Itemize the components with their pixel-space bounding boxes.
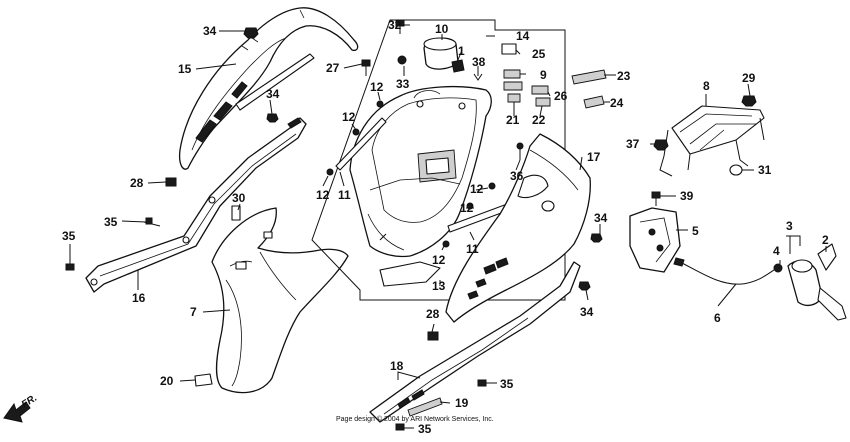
callout-32: 32	[388, 18, 402, 32]
callout-6: 6	[714, 311, 721, 325]
part-39-bolt	[651, 191, 661, 206]
callout-12e: 12	[460, 201, 474, 215]
part-38-screw	[473, 66, 483, 81]
fastener-35-b	[143, 217, 161, 227]
part-23-decal	[571, 69, 607, 85]
fastener-34-right	[590, 233, 603, 243]
box-14-outline	[311, 19, 566, 301]
fastener-28-left	[165, 177, 177, 187]
callout-4: 4	[773, 244, 780, 258]
fastener-35-d	[395, 423, 405, 431]
callout-35c: 35	[500, 377, 514, 391]
copyright-text: Page design © 2004 by ARI Network Servic…	[336, 415, 494, 423]
part-6-cable	[679, 261, 781, 285]
callout-34b: 34	[266, 87, 280, 101]
part-17-right-body-cover	[445, 133, 591, 323]
callout-11a: 11	[338, 188, 351, 202]
callout-7: 7	[190, 305, 197, 319]
leader-lines	[69, 24, 827, 429]
callout-3: 3	[786, 219, 793, 233]
part-12-clips	[326, 100, 496, 248]
callout-22: 22	[532, 113, 546, 127]
part-11a-strip	[335, 117, 387, 171]
callout-39: 39	[680, 189, 694, 203]
luggage-box	[349, 85, 492, 258]
callout-30: 30	[232, 191, 246, 205]
fastener-35-a	[65, 263, 75, 271]
callout-34c: 34	[594, 211, 608, 225]
callout-14: 14	[516, 29, 530, 43]
callout-12f: 12	[432, 253, 446, 267]
callout-26: 26	[554, 89, 568, 103]
callout-12d: 12	[470, 182, 484, 196]
callout-19: 19	[455, 396, 469, 410]
fastener-35-c	[477, 379, 487, 387]
part-33-clip	[397, 55, 407, 65]
callout-38: 38	[472, 55, 486, 69]
part-1-grommet	[451, 59, 465, 73]
callout-5: 5	[692, 224, 699, 238]
part-8-rear-rack	[659, 105, 765, 177]
part-24-decal	[583, 95, 605, 109]
part-18-lower-rail	[369, 261, 581, 423]
part-16-left-lower-rail	[85, 117, 307, 293]
callout-9: 9	[540, 68, 547, 82]
callout-33: 33	[396, 77, 410, 91]
part-31-collar	[729, 164, 743, 176]
part-13-bracket	[379, 261, 441, 287]
callout-16: 16	[132, 291, 146, 305]
callout-35d: 35	[418, 422, 432, 436]
callout-36: 36	[510, 169, 524, 183]
callout-12c: 12	[316, 188, 330, 202]
callout-15: 15	[178, 62, 192, 76]
part-3-bracket	[786, 235, 801, 246]
fastener-34-mid	[266, 113, 279, 123]
part-20-emblem	[194, 373, 213, 387]
part-32-bolt	[395, 19, 405, 34]
fastener-34-lower	[578, 281, 591, 291]
callout-10: 10	[435, 22, 449, 36]
callout-29: 29	[742, 71, 756, 85]
callout-11b: 11	[466, 242, 479, 256]
sticker-set	[501, 43, 551, 107]
callout-31: 31	[758, 163, 772, 177]
part-5-lock-box	[629, 207, 681, 273]
callout-34d: 34	[580, 305, 594, 319]
callout-12a: 12	[370, 80, 384, 94]
part-2-key	[817, 243, 837, 271]
part-37-nut	[653, 139, 669, 151]
callout-37: 37	[626, 137, 640, 151]
callout-35a: 35	[104, 215, 118, 229]
callout-24: 24	[610, 96, 624, 110]
callout-28b: 28	[426, 307, 440, 321]
callout-2: 2	[822, 233, 829, 247]
callout-1: 1	[458, 44, 465, 58]
callout-18: 18	[390, 359, 404, 373]
callout-labels: 1 2 3 4 5 6 7 8 9 10 11 11 12 12 12 12 1…	[62, 18, 829, 436]
fastener-28-right	[427, 331, 439, 341]
callout-23: 23	[617, 69, 631, 83]
part-4-ring	[773, 263, 783, 273]
callout-8: 8	[703, 79, 710, 93]
callout-35b: 35	[62, 229, 76, 243]
callout-17: 17	[587, 150, 601, 164]
callout-13: 13	[432, 279, 446, 293]
part-29-nut	[741, 95, 757, 107]
front-direction-arrow: FR.	[3, 393, 39, 423]
callout-34a: 34	[203, 24, 217, 38]
part-7-inner-front-cover	[211, 207, 349, 394]
callout-28a: 28	[130, 176, 144, 190]
callout-21: 21	[506, 113, 520, 127]
fastener-27	[361, 59, 371, 76]
callout-25: 25	[532, 47, 546, 61]
callout-12b: 12	[342, 110, 356, 124]
callout-27: 27	[326, 61, 340, 75]
part-19-strip	[407, 397, 443, 417]
part-6-cable-end	[673, 257, 685, 267]
part-15-rib	[235, 53, 315, 111]
callout-20: 20	[160, 374, 174, 388]
fastener-34-top	[243, 27, 259, 39]
part-3-lock-cylinder	[787, 259, 847, 321]
